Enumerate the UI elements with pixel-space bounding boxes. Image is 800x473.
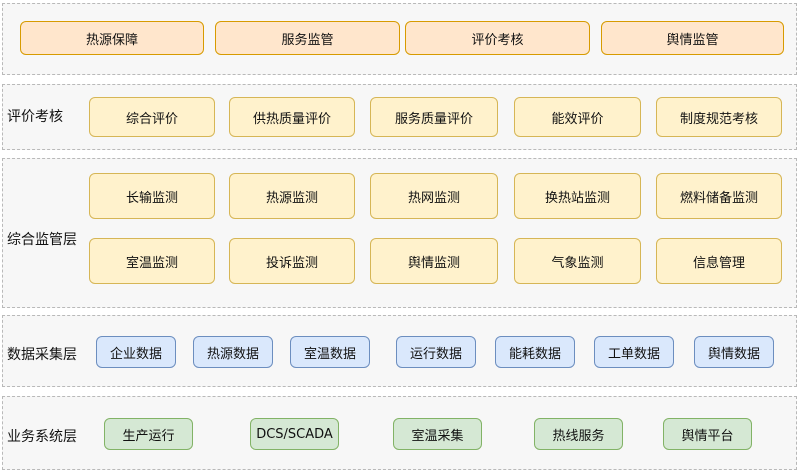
data-collection-layer-label: 数据采集层 bbox=[7, 347, 77, 363]
box-room-temperature-collection: 室温采集 bbox=[393, 418, 482, 450]
box-energy-efficiency-evaluation: 能效评价 bbox=[514, 97, 641, 137]
box-public-opinion-supervision: 舆情监管 bbox=[601, 21, 784, 55]
box-weather-monitoring: 气象监测 bbox=[514, 238, 641, 284]
box-fuel-reserve-monitoring: 燃料储备监测 bbox=[656, 173, 782, 219]
box-service-supervision: 服务监管 bbox=[215, 21, 400, 55]
evaluation-layer-label: 评价考核 bbox=[7, 109, 63, 125]
box-heat-source-monitoring: 热源监测 bbox=[229, 173, 355, 219]
box-evaluation-assessment: 评价考核 bbox=[405, 21, 590, 55]
box-complaint-monitoring: 投诉监测 bbox=[229, 238, 355, 284]
box-service-quality-evaluation: 服务质量评价 bbox=[370, 97, 498, 137]
box-comprehensive-evaluation: 综合评价 bbox=[89, 97, 215, 137]
box-operation-data: 运行数据 bbox=[396, 336, 476, 368]
box-enterprise-data: 企业数据 bbox=[96, 336, 176, 368]
box-heating-quality-evaluation: 供热质量评价 bbox=[229, 97, 355, 137]
box-public-opinion-data: 舆情数据 bbox=[694, 336, 774, 368]
box-room-temperature-monitoring: 室温监测 bbox=[89, 238, 215, 284]
box-heat-source-guarantee: 热源保障 bbox=[20, 21, 204, 55]
box-long-distance-monitoring: 长输监测 bbox=[89, 173, 215, 219]
box-public-opinion-platform: 舆情平台 bbox=[663, 418, 752, 450]
monitoring-layer-label: 综合监管层 bbox=[7, 232, 77, 248]
box-room-temperature-data: 室温数据 bbox=[290, 336, 370, 368]
box-production-operation: 生产运行 bbox=[104, 418, 193, 450]
box-energy-consumption-data: 能耗数据 bbox=[495, 336, 575, 368]
box-information-management: 信息管理 bbox=[656, 238, 782, 284]
box-heat-network-monitoring: 热网监测 bbox=[370, 173, 498, 219]
box-dcs-scada: DCS/SCADA bbox=[250, 418, 339, 450]
business-system-layer-label: 业务系统层 bbox=[7, 429, 77, 445]
box-substation-monitoring: 换热站监测 bbox=[514, 173, 641, 219]
box-hotline-service: 热线服务 bbox=[534, 418, 623, 450]
box-heat-source-data: 热源数据 bbox=[193, 336, 273, 368]
box-work-order-data: 工单数据 bbox=[594, 336, 674, 368]
box-regulation-assessment: 制度规范考核 bbox=[656, 97, 782, 137]
box-public-opinion-monitoring: 舆情监测 bbox=[370, 238, 498, 284]
